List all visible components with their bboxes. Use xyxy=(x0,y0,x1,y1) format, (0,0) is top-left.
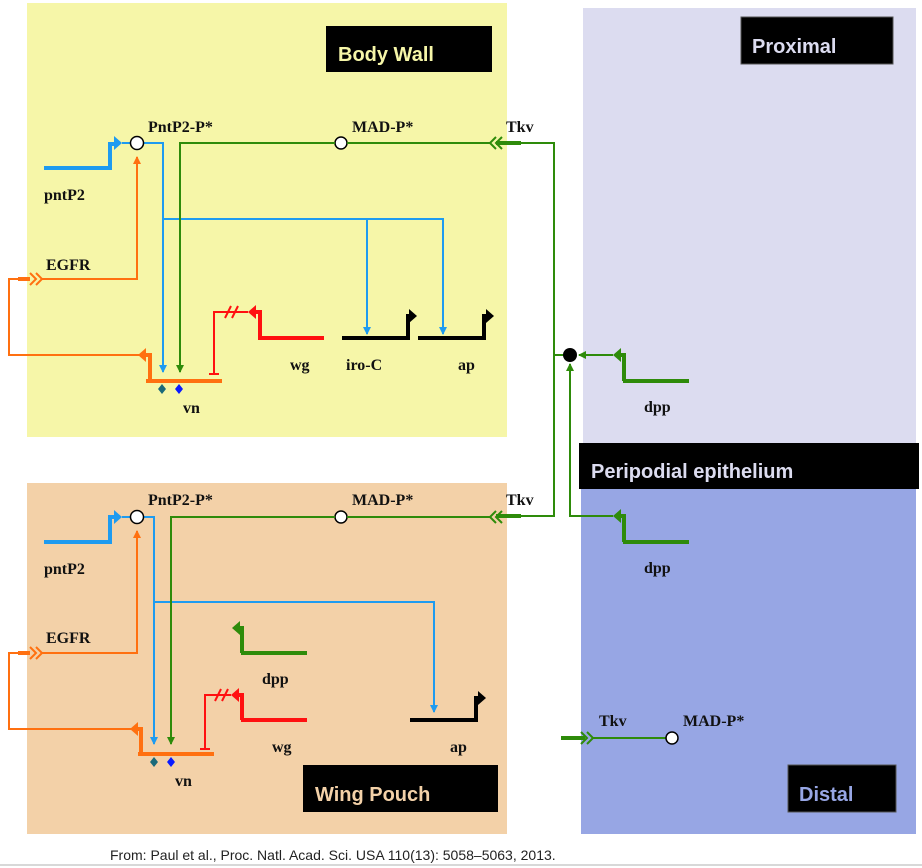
dpp-promoter-arrowhead xyxy=(232,621,240,635)
mad-p-node xyxy=(334,510,348,524)
pntp2-p-label: PntP2-P* xyxy=(148,492,213,509)
egfr-receptor-chevron xyxy=(29,272,44,286)
dpp-junction-node xyxy=(563,348,577,362)
dpp-distal-label: dpp xyxy=(644,560,671,577)
distal-label: Distal xyxy=(787,764,897,813)
vn-label: vn xyxy=(183,400,200,417)
pntp2-promoter-arrowhead xyxy=(114,136,122,150)
ap-gene xyxy=(418,314,486,340)
distal-network: Tkv MAD-P* xyxy=(561,713,744,745)
wing-pouch-label: Wing Pouch xyxy=(303,765,498,812)
ap-gene xyxy=(410,696,478,722)
tkv-label: Tkv xyxy=(506,492,534,509)
dpp-proximal-gene xyxy=(620,353,689,383)
ap-label: ap xyxy=(450,739,467,756)
pntp2-p-to-vn xyxy=(144,142,167,373)
ap-promoter-arrowhead xyxy=(478,691,486,705)
proximal-label: Proximal xyxy=(740,16,894,65)
source-caption: From: Paul et al., Proc. Natl. Acad. Sci… xyxy=(110,847,556,863)
pntp2-p-to-iro-ap xyxy=(163,218,447,335)
vn-secretion-arrowhead xyxy=(138,348,146,362)
pntp2-p-to-vn xyxy=(144,516,158,745)
vn-binding-site-1 xyxy=(158,384,166,394)
wg-break-marks xyxy=(214,688,229,702)
egfr-to-pntp2-p xyxy=(42,530,141,654)
vn-secretion-arrowhead xyxy=(130,722,138,736)
iro-c-label: iro-C xyxy=(346,357,382,374)
egfr-label: EGFR xyxy=(46,257,91,274)
dpp-distal-promoter-arrowhead xyxy=(613,509,621,523)
dpp-to-body-wall-tkv xyxy=(521,142,555,517)
egfr-label: EGFR xyxy=(46,630,91,647)
vn-to-egfr xyxy=(8,652,141,730)
mad-p-label: MAD-P* xyxy=(683,713,744,730)
wg-gene xyxy=(238,693,307,722)
wing-pouch-network: PntP2-P* MAD-P* Tkv pntP2 EGFR dpp wg ap… xyxy=(8,492,534,790)
pntp2-p-node xyxy=(129,509,145,525)
vn-binding-site-2 xyxy=(175,384,183,394)
pntp2-label: pntP2 xyxy=(44,561,85,578)
tkv-label: Tkv xyxy=(506,119,534,136)
tkv-label: Tkv xyxy=(599,713,627,730)
mad-p-to-vn xyxy=(167,516,335,745)
egfr-to-pntp2-p xyxy=(42,156,141,280)
svg-text:Wing Pouch: Wing Pouch xyxy=(315,784,430,806)
pntp2-p-label: PntP2-P* xyxy=(148,119,213,136)
svg-text:Body Wall: Body Wall xyxy=(338,44,434,66)
wg-label: wg xyxy=(272,739,292,756)
dpp-proximal-label: dpp xyxy=(644,399,671,416)
svg-text:Peripodial epithelium: Peripodial epithelium xyxy=(591,461,793,483)
dpp-distal-gene xyxy=(620,514,689,544)
pntp2-promoter-arrowhead xyxy=(114,510,122,524)
mad-p-label: MAD-P* xyxy=(352,119,413,136)
pntp2-p-node xyxy=(129,135,145,151)
wg-promoter-arrowhead xyxy=(231,688,239,702)
iro-c-promoter-arrowhead xyxy=(409,309,417,323)
vn-label: vn xyxy=(175,773,192,790)
mad-p-label: MAD-P* xyxy=(352,492,413,509)
proximal-region xyxy=(583,8,916,444)
peripodial-label: Peripodial epithelium xyxy=(579,443,919,489)
bottom-divider xyxy=(0,864,922,866)
mad-p-node xyxy=(665,731,679,745)
mad-p-node xyxy=(334,136,348,150)
svg-text:Proximal: Proximal xyxy=(752,36,836,58)
vn-binding-site-1 xyxy=(150,757,158,767)
svg-text:Distal: Distal xyxy=(799,784,853,806)
body-wall-network: PntP2-P* MAD-P* Tkv pntP2 EGFR wg iro-C … xyxy=(8,119,534,417)
wg-inhibits-vn xyxy=(209,311,248,375)
pntp2-label: pntP2 xyxy=(44,187,85,204)
vn-binding-site-2 xyxy=(167,757,175,767)
egfr-receptor-chevron xyxy=(29,646,44,660)
mad-p-to-vn xyxy=(176,142,335,373)
dpp-distal-to-junction xyxy=(566,363,613,517)
pntp2-p-to-ap xyxy=(154,601,438,713)
peripodial-network: dpp dpp xyxy=(521,142,689,577)
dpp-gene xyxy=(240,626,307,655)
wg-inhibits-vn xyxy=(200,694,231,750)
wg-label: wg xyxy=(290,357,310,374)
wg-break-marks xyxy=(224,305,239,319)
ap-promoter-arrowhead xyxy=(486,309,494,323)
wg-promoter-arrowhead xyxy=(248,305,256,319)
dpp-proximal-promoter-arrowhead xyxy=(613,348,621,362)
ap-label: ap xyxy=(458,357,475,374)
dpp-label: dpp xyxy=(262,671,289,688)
body-wall-label: Body Wall xyxy=(326,26,492,72)
